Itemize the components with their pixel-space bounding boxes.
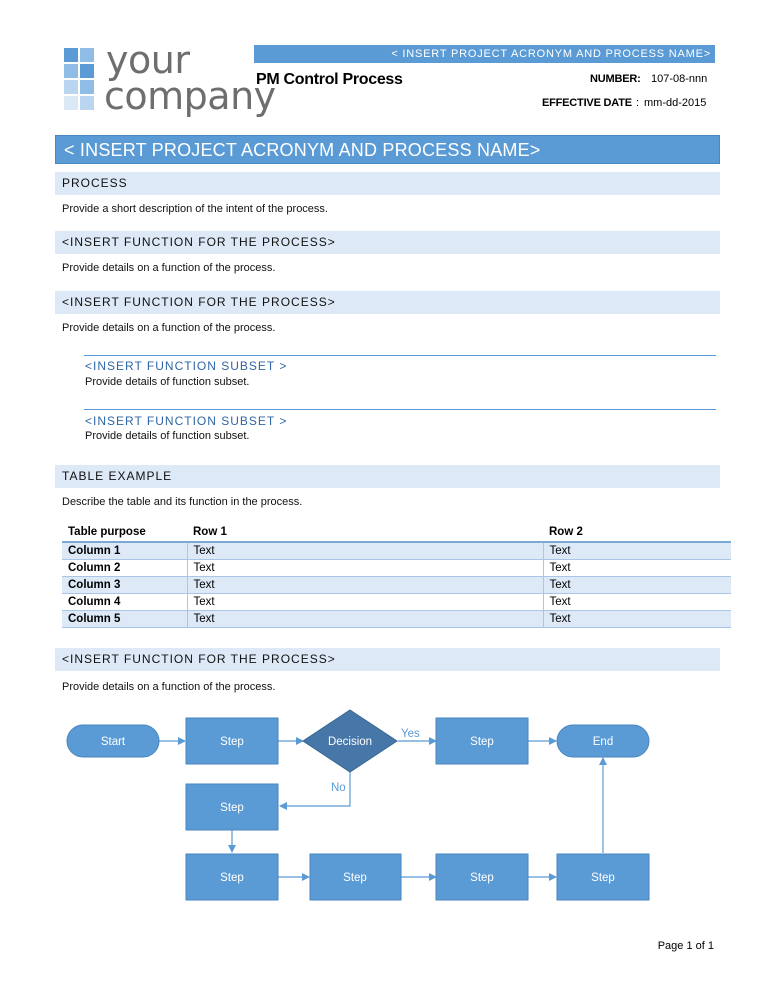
main-banner: < INSERT PROJECT ACRONYM AND PROCESS NAM… xyxy=(55,135,720,164)
flow-label-step: Step xyxy=(470,736,494,748)
table-header-cell: Row 1 xyxy=(187,523,543,543)
table-row-header: Column 1 xyxy=(62,542,187,560)
table-cell: Text xyxy=(542,542,731,560)
flow-label-step: Step xyxy=(470,872,494,884)
flow-label-start: Start xyxy=(101,736,126,748)
table-row-header: Column 2 xyxy=(62,559,187,577)
flow-label-step: Step xyxy=(343,872,367,884)
subset2-text: Provide details of function subset. xyxy=(85,430,250,442)
flow-label-no: No xyxy=(331,782,346,794)
table-cell: Text xyxy=(186,576,543,594)
subset2-divider xyxy=(84,409,716,410)
flow-label-decision: Decision xyxy=(328,736,372,748)
flow-step-box xyxy=(185,783,279,831)
subset1-text: Provide details of function subset. xyxy=(85,376,250,388)
section-function2-heading: <INSERT FUNCTION FOR THE PROCESS> xyxy=(55,291,720,314)
table-cell: Text xyxy=(542,576,731,594)
effective-date-colon: : xyxy=(636,97,640,109)
table-cell: Text xyxy=(186,610,543,628)
subset2-heading: <INSERT FUNCTION SUBSET > xyxy=(85,414,288,428)
effective-date-value: mm-dd-2015 xyxy=(644,97,707,109)
logo-text-your: your xyxy=(106,38,190,82)
section-table-heading: TABLE EXAMPLE xyxy=(55,465,720,488)
table-cell: Text xyxy=(542,610,731,628)
section-table-text: Describe the table and its function in t… xyxy=(62,496,303,508)
flow-start-terminator xyxy=(66,724,160,758)
section-function2-text: Provide details on a function of the pro… xyxy=(62,322,276,334)
table-cell: Text xyxy=(186,559,543,577)
subset1-divider xyxy=(84,355,716,356)
table-row-header: Column 4 xyxy=(62,593,187,611)
flow-label-end: End xyxy=(593,736,613,748)
flow-label-step: Step xyxy=(220,736,244,748)
flow-decision-diamond xyxy=(302,709,398,773)
table-row: Column 1 Text Text xyxy=(62,542,731,560)
document-title: PM Control Process xyxy=(256,71,403,88)
table-header-cell: Row 2 xyxy=(543,523,731,543)
section-function3-text: Provide details on a function of the pro… xyxy=(62,681,276,693)
table-cell: Text xyxy=(186,593,543,611)
flow-label-step: Step xyxy=(220,872,244,884)
section-process-heading: PROCESS xyxy=(55,172,720,195)
table-row-header: Column 5 xyxy=(62,610,187,628)
flow-step-box xyxy=(185,717,279,765)
flow-label-yes: Yes xyxy=(401,728,420,740)
effective-date-label: EFFECTIVE DATE xyxy=(542,97,632,109)
flow-step-box xyxy=(435,853,529,901)
example-table: Table purpose Row 1 Row 2 Column 1 Text … xyxy=(62,523,731,628)
section-process-text: Provide a short description of the inten… xyxy=(62,203,328,215)
flow-label-step: Step xyxy=(591,872,615,884)
process-flowchart: Start Step Decision Step End Step Step S… xyxy=(66,709,650,901)
flow-end-terminator xyxy=(556,724,650,758)
company-logo: your company xyxy=(62,38,276,122)
flow-label-step: Step xyxy=(220,802,244,814)
table-row: Column 5 Text Text xyxy=(62,610,731,628)
table-row: Column 2 Text Text xyxy=(62,559,731,577)
section-function3-heading: <INSERT FUNCTION FOR THE PROCESS> xyxy=(55,648,720,671)
table-header-cell: Table purpose xyxy=(62,523,187,543)
table-header-row: Table purpose Row 1 Row 2 xyxy=(62,523,731,543)
header-banner: < INSERT PROJECT ACRONYM AND PROCESS NAM… xyxy=(254,45,715,63)
table-cell: Text xyxy=(542,593,731,611)
number-label: NUMBER: xyxy=(590,73,641,85)
subset1-heading: <INSERT FUNCTION SUBSET > xyxy=(85,359,288,373)
table-cell: Text xyxy=(186,542,543,560)
table-row-header: Column 3 xyxy=(62,576,187,594)
page-number: Page 1 of 1 xyxy=(657,940,714,952)
table-row: Column 3 Text Text xyxy=(62,576,731,594)
flow-step-box xyxy=(309,853,402,901)
flow-connector xyxy=(279,772,351,810)
section-function1-text: Provide details on a function of the pro… xyxy=(62,262,276,274)
table-row: Column 4 Text Text xyxy=(62,593,731,611)
flow-step-box xyxy=(435,717,529,765)
number-value: 107-08-nnn xyxy=(651,73,708,85)
flow-step-box xyxy=(556,853,650,901)
table-cell: Text xyxy=(542,559,731,577)
logo-text-company: company xyxy=(104,74,276,118)
section-function1-heading: <INSERT FUNCTION FOR THE PROCESS> xyxy=(55,231,720,254)
flow-step-box xyxy=(185,853,279,901)
